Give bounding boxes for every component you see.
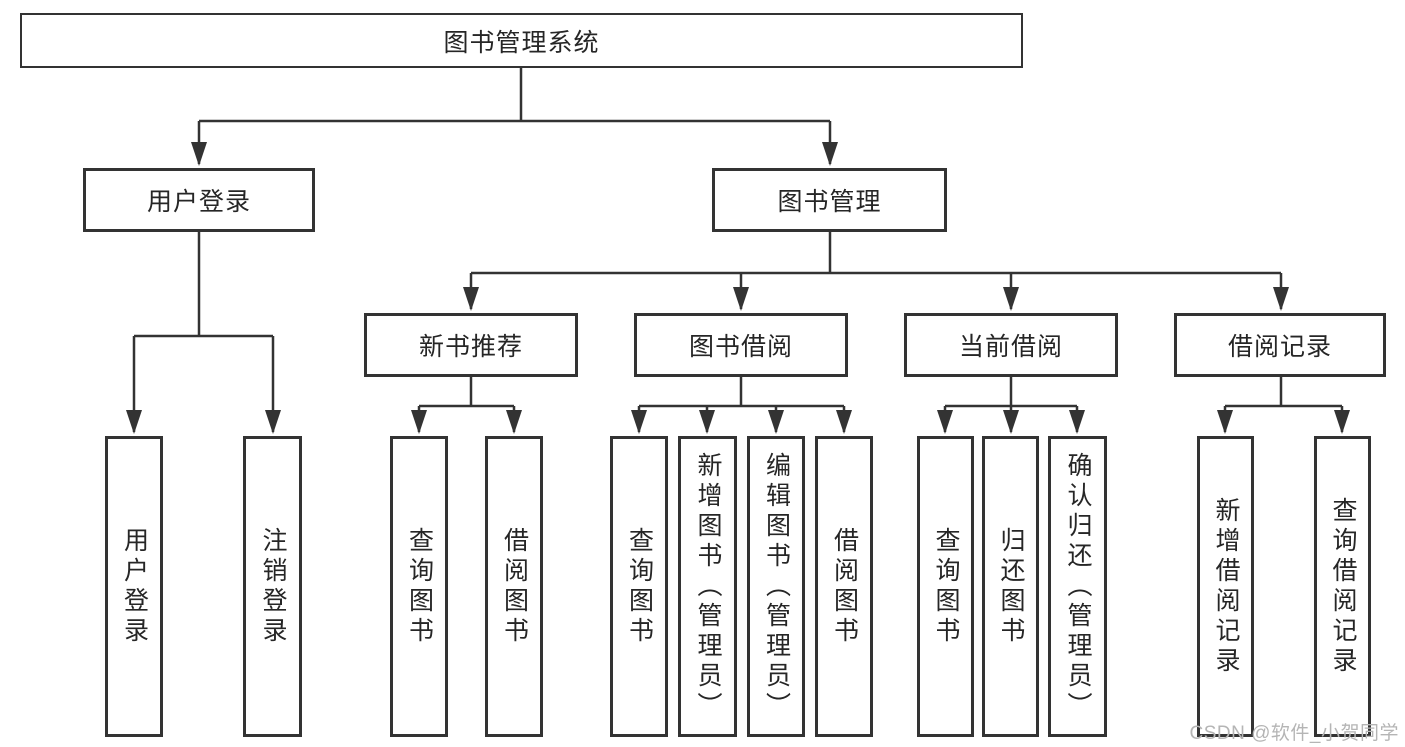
leaf-label: 查询图书 xyxy=(405,526,434,647)
leaf-borrow-books-recommend: 借阅图书 xyxy=(485,436,543,737)
leaf-label: 查询借阅记录 xyxy=(1329,496,1357,677)
node-current-borrowing: 当前借阅 xyxy=(904,313,1118,377)
leaf-label: 新增图书（管理员） xyxy=(694,451,722,722)
leaf-add-borrow-record: 新增借阅记录 xyxy=(1197,436,1254,737)
node-borrowing-records: 借阅记录 xyxy=(1174,313,1386,377)
leaf-borrow-books: 借阅图书 xyxy=(815,436,873,737)
leaf-label: 编辑图书（管理员） xyxy=(762,451,791,722)
leaf-label: 用户登录 xyxy=(120,526,149,647)
connector-current-borrowing xyxy=(937,377,1085,434)
node-library-management-system: 图书管理系统 xyxy=(20,13,1023,68)
leaf-confirm-return-admin: 确认归还（管理员） xyxy=(1048,436,1107,737)
connector-new-book-recommendation xyxy=(411,377,522,434)
node-new-book-recommendation: 新书推荐 xyxy=(364,313,578,377)
leaf-return-book: 归还图书 xyxy=(982,436,1039,737)
leaf-label: 查询图书 xyxy=(625,526,654,647)
node-book-borrowing: 图书借阅 xyxy=(634,313,848,377)
node-book-management: 图书管理 xyxy=(712,168,947,232)
connector-borrowing-records xyxy=(1217,377,1350,434)
leaf-label: 归还图书 xyxy=(997,526,1025,647)
leaf-label: 借阅图书 xyxy=(830,526,859,647)
leaf-label: 注销登录 xyxy=(259,526,287,647)
leaf-query-books-current: 查询图书 xyxy=(917,436,974,737)
leaf-query-books-recommend: 查询图书 xyxy=(390,436,448,737)
connector-book-borrowing xyxy=(631,377,852,434)
leaf-label: 新增借阅记录 xyxy=(1212,496,1240,677)
leaf-user-login: 用户登录 xyxy=(105,436,163,737)
leaf-label: 查询图书 xyxy=(932,526,960,647)
leaf-query-borrow-record: 查询借阅记录 xyxy=(1314,436,1371,737)
leaf-label: 确认归还（管理员） xyxy=(1064,451,1092,722)
connector-root-to-level2 xyxy=(191,68,838,166)
connector-user-login-branch xyxy=(126,232,281,434)
leaf-query-books-borrowing: 查询图书 xyxy=(610,436,668,737)
csdn-watermark: CSDN @软件_小贺同学 xyxy=(1189,723,1399,744)
leaf-add-book-admin: 新增图书（管理员） xyxy=(678,436,737,737)
leaf-edit-book-admin: 编辑图书（管理员） xyxy=(747,436,805,737)
leaf-label: 借阅图书 xyxy=(500,526,529,647)
connector-book-management-branch xyxy=(463,232,1289,311)
node-user-login: 用户登录 xyxy=(83,168,315,232)
leaf-logout: 注销登录 xyxy=(243,436,302,737)
